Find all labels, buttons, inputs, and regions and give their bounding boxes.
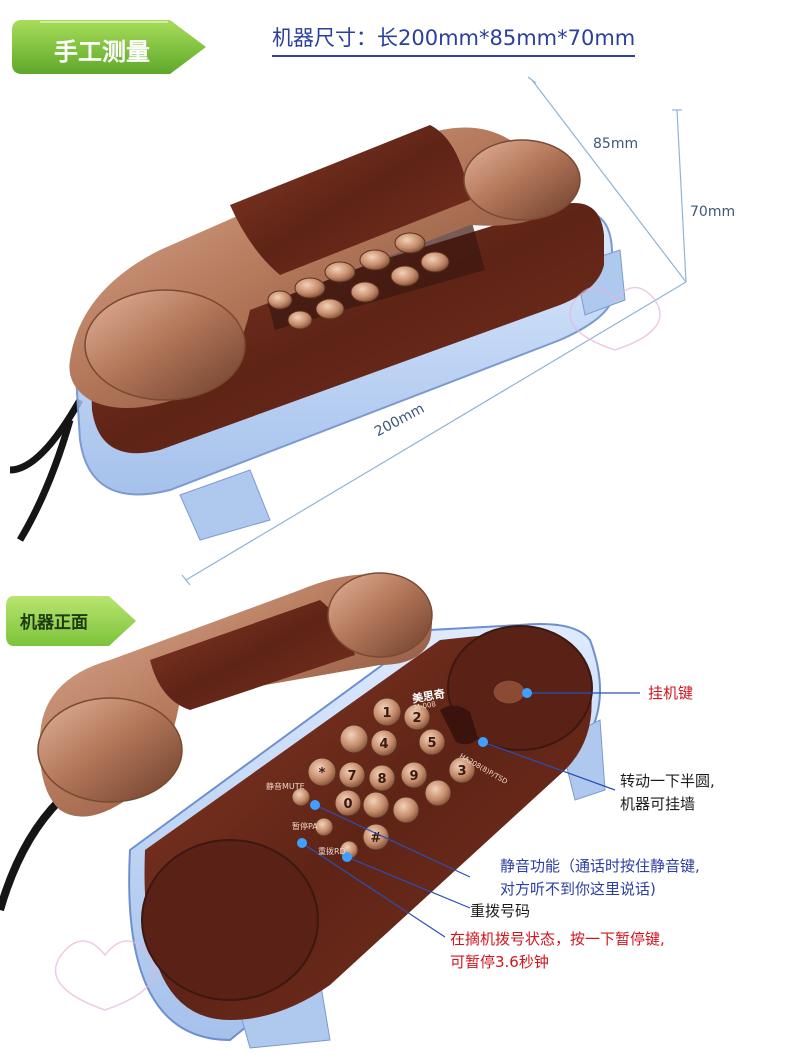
callout-rotate-line2: 机器可挂墙: [620, 795, 696, 813]
svg-text:8: 8: [377, 772, 386, 787]
svg-text:2: 2: [412, 711, 421, 726]
dimension-title: 机器尺寸：长200mm*85mm*70mm: [272, 22, 636, 57]
phone-mute-label: 静音MUTE: [266, 782, 305, 791]
svg-text:#: #: [371, 831, 382, 846]
svg-text:0: 0: [343, 797, 352, 812]
front-banner: 机器正面: [4, 590, 136, 648]
svg-text:5: 5: [427, 736, 436, 751]
callout-hook: 挂机键: [648, 684, 694, 702]
dimension-height: 70mm: [690, 204, 736, 220]
svg-text:1: 1: [382, 706, 391, 721]
measure-banner-label: 手工测量: [54, 38, 150, 66]
svg-text:*: *: [319, 766, 326, 781]
callout-pause-line1: 在摘机拨号状态，按一下暂停键,: [450, 930, 665, 948]
callout-rotate-line1: 转动一下半圆,: [620, 772, 715, 790]
svg-text:7: 7: [347, 769, 356, 784]
svg-text:9: 9: [409, 769, 418, 784]
svg-text:4: 4: [379, 737, 388, 752]
callout-redial: 重拨号码: [470, 902, 531, 920]
callout-pause-line2: 可暂停3.6秒钟: [450, 953, 549, 971]
measure-banner: 手工测量: [10, 14, 210, 74]
svg-text:3: 3: [457, 764, 466, 779]
phone-redial-label: 重拨RD: [318, 847, 346, 856]
callout-mute-line1: 静音功能（通话时按住静音键,: [500, 857, 700, 875]
callout-mute-line2: 对方听不到你这里说话): [500, 880, 656, 898]
phone-pause-label: 暂停PA: [292, 822, 318, 831]
front-banner-label: 机器正面: [20, 613, 88, 633]
dimension-depth: 85mm: [593, 136, 639, 152]
